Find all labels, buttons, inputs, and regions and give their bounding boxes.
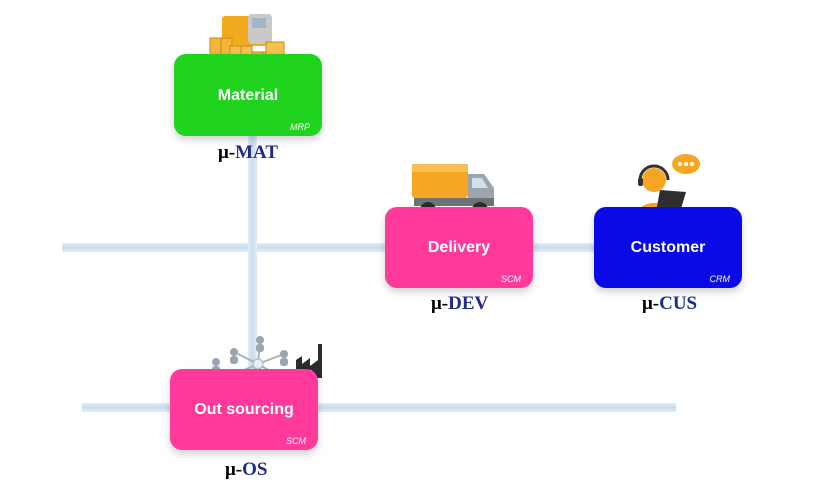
outsourcing-node[interactable]: Out sourcing SCM [170,369,318,450]
outsourcing-tag: SCM [286,436,306,446]
delivery-node[interactable]: Delivery SCM [385,207,533,288]
material-tag: MRP [290,122,310,132]
material-label: Material [217,87,279,104]
outsourcing-service-code: OS [242,459,268,480]
horizontal-bus-lower [82,403,676,412]
material-service-name: μ-MAT [218,142,278,164]
delivery-service-prefix: μ- [431,293,449,314]
outsourcing-service-name: μ-OS [225,459,267,481]
outsourcing-label: Out sourcing [194,401,294,418]
truck-icon [410,158,496,229]
customer-node[interactable]: Customer CRM [594,207,742,288]
customer-service-prefix: μ- [642,293,660,314]
delivery-service-code: DEV [448,293,489,314]
customer-label: Customer [630,239,706,256]
outsourcing-service-prefix: μ- [225,459,243,480]
delivery-label: Delivery [427,239,491,256]
vertical-bus [248,136,257,372]
material-node[interactable]: Material MRP [174,54,322,136]
customer-service-code: CUS [659,293,698,314]
customer-service-name: μ-CUS [642,293,697,315]
delivery-service-name: μ-DEV [431,293,488,315]
delivery-tag: SCM [501,274,521,284]
material-service-prefix: μ- [218,142,236,163]
horizontal-bus-upper [62,243,610,252]
customer-tag: CRM [709,274,731,284]
support-agent-icon [626,150,708,225]
material-service-code: MAT [235,142,279,163]
